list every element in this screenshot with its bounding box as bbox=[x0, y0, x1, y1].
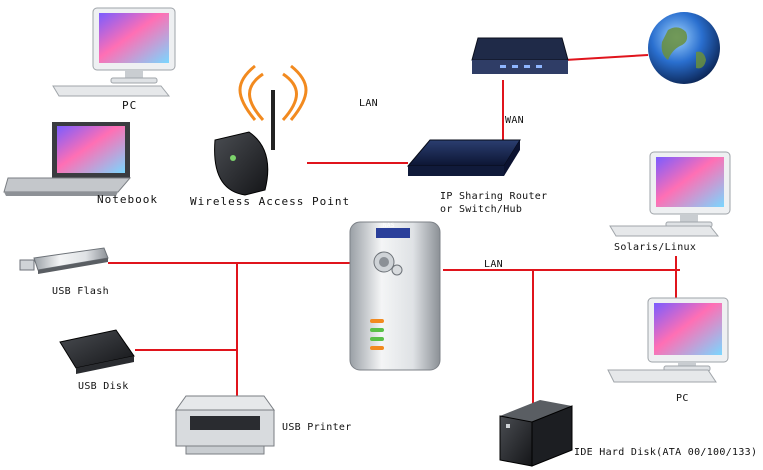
nas-device-icon bbox=[349, 221, 441, 371]
connection-lines bbox=[108, 54, 680, 420]
modem-icon bbox=[471, 37, 569, 74]
nas-badge-text: NAS bbox=[383, 222, 395, 229]
label-usb-flash: USB Flash bbox=[52, 286, 109, 297]
label-pc-top: PC bbox=[122, 99, 138, 112]
label-lan-top: LAN bbox=[359, 98, 378, 109]
usb-flash-icon bbox=[19, 247, 109, 274]
label-usb-printer: USB Printer bbox=[282, 422, 352, 433]
label-lan-right: LAN bbox=[484, 259, 503, 270]
label-wireless-ap: Wireless Access Point bbox=[190, 195, 351, 208]
usb-disk-icon bbox=[59, 329, 135, 374]
label-router-line2: or Switch/Hub bbox=[440, 204, 523, 215]
pc-top-icon bbox=[52, 7, 176, 97]
label-usb-disk: USB Disk bbox=[78, 381, 129, 392]
pc-right-icon bbox=[607, 297, 729, 383]
line-modem-globe bbox=[564, 54, 649, 61]
solaris-pc-icon bbox=[609, 151, 731, 237]
label-notebook: Notebook bbox=[97, 193, 158, 206]
usb-printer-icon bbox=[175, 395, 275, 455]
label-solaris-linux: Solaris/Linux bbox=[614, 242, 697, 253]
router-icon bbox=[406, 139, 521, 176]
label-wan: WAN bbox=[505, 115, 524, 126]
label-pc-right: PC bbox=[676, 393, 689, 404]
label-ide-hard-disk: IDE Hard Disk(ATA 00/100/133) bbox=[574, 447, 758, 458]
label-router-line1: IP Sharing Router bbox=[440, 191, 548, 202]
notebook-icon bbox=[3, 122, 132, 196]
wireless-ap-icon bbox=[214, 64, 308, 196]
globe-icon bbox=[648, 12, 720, 84]
ide-hard-disk-icon bbox=[499, 400, 573, 467]
